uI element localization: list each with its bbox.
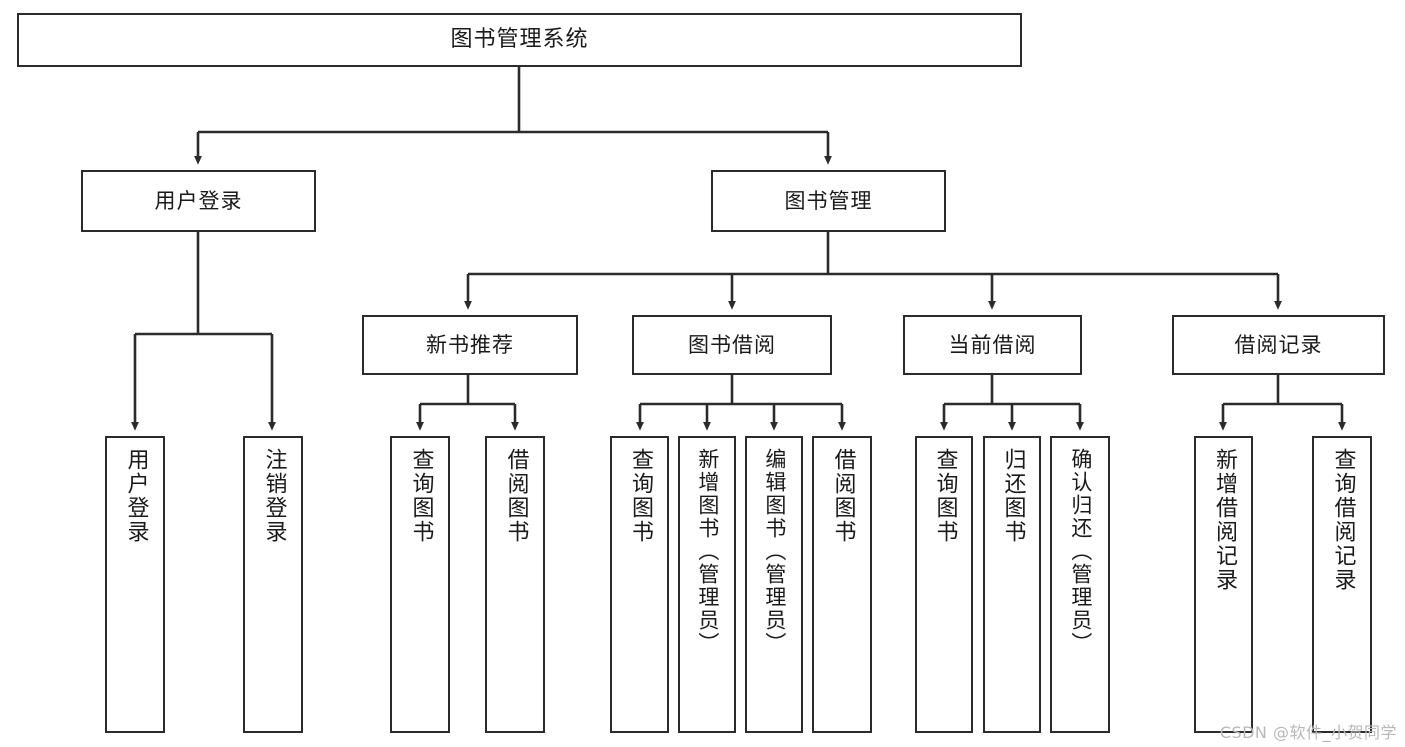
leaf-return-book[interactable]: 归还图书 [983,436,1041,733]
node-label: 新书推荐 [426,332,514,357]
leaf-add-book-admin[interactable]: 新增图书（管理员） [678,436,736,733]
node-label: 图书借阅 [688,332,776,357]
node-label: 用户登录 [123,448,149,544]
node-label: 归还图书 [1000,448,1026,544]
node-label: 查询图书 [627,448,653,544]
leaf-logout-login[interactable]: 注销登录 [243,436,303,733]
node-label: 图书管理系统 [450,27,589,53]
csdn-watermark: CSDN @软件_小贺同学 [1219,723,1397,742]
node-label: 新增借阅记录 [1211,448,1237,592]
node-label: 查询图书 [408,448,434,544]
leaf-query-book-new-rec[interactable]: 查询图书 [390,436,450,733]
leaf-query-borrow-record[interactable]: 查询借阅记录 [1312,436,1372,733]
node-label: 当前借阅 [948,332,1037,357]
leaf-query-book-borrowing[interactable]: 查询图书 [610,436,669,733]
leaf-edit-book-admin[interactable]: 编辑图书（管理员） [745,436,803,733]
leaf-borrow-book-new-rec[interactable]: 借阅图书 [485,436,545,733]
node-label: 用户登录 [154,188,243,213]
node-label: 借阅图书 [830,448,856,544]
leaf-confirm-return-admin[interactable]: 确认归还（管理员） [1050,436,1110,733]
node-label: 查询借阅记录 [1330,448,1356,592]
node-book-borrowing[interactable]: 图书借阅 [632,315,832,375]
node-label: 新增图书（管理员） [695,448,720,655]
node-label: 借阅图书 [503,448,529,544]
node-book-management[interactable]: 图书管理 [711,170,946,232]
node-label: 查询图书 [932,448,958,544]
node-label: 注销登录 [261,448,287,544]
leaf-add-borrow-record[interactable]: 新增借阅记录 [1194,436,1253,733]
node-new-book-recommendation[interactable]: 新书推荐 [362,315,578,375]
node-user-login[interactable]: 用户登录 [81,170,316,232]
node-borrowing-record[interactable]: 借阅记录 [1172,315,1385,375]
node-root-book-management-system[interactable]: 图书管理系统 [17,13,1022,67]
leaf-query-book-current[interactable]: 查询图书 [915,436,973,733]
node-current-borrowing[interactable]: 当前借阅 [903,315,1082,375]
leaf-user-login[interactable]: 用户登录 [105,436,165,733]
node-label: 借阅记录 [1234,332,1323,357]
leaf-borrow-book-borrowing[interactable]: 借阅图书 [812,436,872,733]
node-label: 图书管理 [784,188,873,213]
node-label: 编辑图书（管理员） [762,448,787,655]
node-label: 确认归还（管理员） [1068,448,1093,655]
